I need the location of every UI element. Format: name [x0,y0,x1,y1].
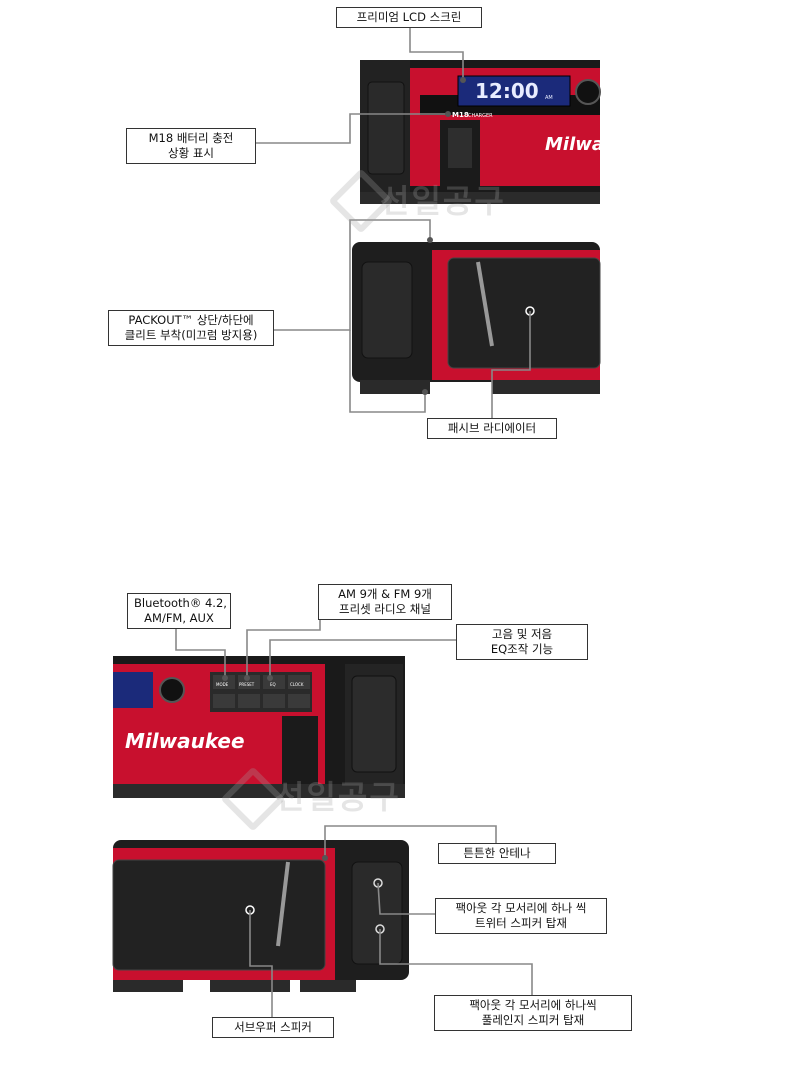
callout-tweeter: 팩아웃 각 모서리에 하나 씩 트위터 스피커 탑재 [435,898,607,934]
callout-passive-radiator: 패시브 라디에이터 [427,418,557,439]
watermark-text: 선일공구 [380,182,506,220]
radio-top-front-view: 12:00 AM M18 CHARGER Milwaukee [360,60,653,204]
radio-speaker-view [112,840,409,992]
radio-control-panel-view: MODE PRESET EQ CLOCK Milwaukee [113,656,405,798]
callout-lines [175,28,533,1018]
callout-eq: 고음 및 저음 EQ조작 기능 [456,624,588,660]
svg-text:PRESET: PRESET [239,682,255,687]
svg-text:CLOCK: CLOCK [290,682,304,687]
callout-presets: AM 9개 & FM 9개 프리셋 라디오 채널 [318,584,452,620]
svg-text:CHARGER: CHARGER [468,113,493,119]
callout-fullrange: 팩아웃 각 모서리에 하나씩 풀레인지 스피커 탑재 [434,995,632,1031]
svg-text:EQ: EQ [270,682,276,687]
callout-lcd: 프리미엄 LCD 스크린 [336,7,482,28]
callout-dots [222,77,466,861]
svg-text:AM: AM [545,95,553,101]
callout-antenna: 튼튼한 안테나 [438,843,556,864]
svg-text:Milwaukee: Milwaukee [125,729,245,753]
milwaukee-logo: Milwaukee [545,134,653,155]
svg-text:M18: M18 [452,111,469,119]
callout-subwoofer: 서브우퍼 스피커 [212,1017,334,1038]
radio-side-view [352,242,601,394]
volume-knob [575,79,601,105]
callout-packout: PACKOUT™ 상단/하단에 클리트 부착(미끄럼 방지용) [108,310,274,346]
watermark-text: 선일공구 [275,778,401,816]
lcd-clock-text: 12:00 [475,79,539,103]
svg-text:MODE: MODE [216,682,229,687]
callout-bluetooth: Bluetooth® 4.2, AM/FM, AUX [127,593,231,629]
callout-m18-charge: M18 배터리 충전 상황 표시 [126,128,256,164]
